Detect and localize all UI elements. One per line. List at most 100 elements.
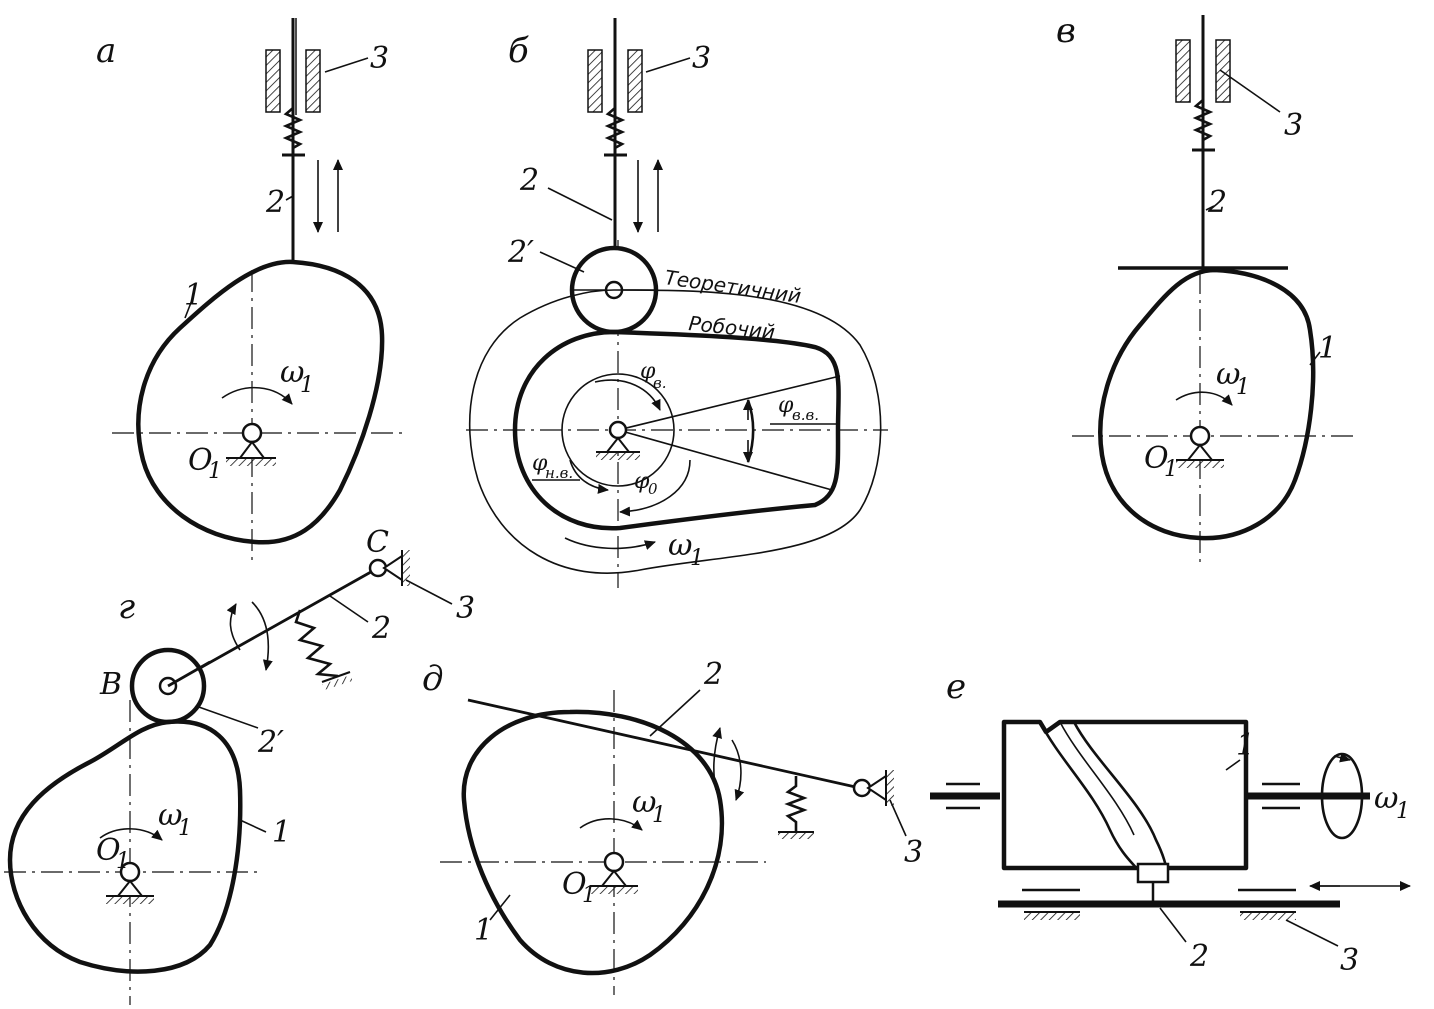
panel-e-groove-right [1072, 721, 1168, 869]
panel-e-label-2: 2 [1189, 939, 1209, 974]
panel-v-cam [1098, 267, 1316, 541]
panel-g-label-roller: 2′ [257, 725, 284, 760]
panel-g-point-b: B [99, 667, 122, 702]
panel-a-cam [136, 259, 385, 545]
panel-d-label-3: 3 [904, 835, 923, 870]
panel-g-label-2: 2 [371, 611, 391, 646]
panel-g-label-3: 3 [456, 591, 475, 626]
panel-v-spring [1192, 99, 1214, 142]
panel-v-rotation-arrow [1175, 391, 1233, 406]
panel-a-omega: ω [280, 355, 304, 390]
panel-b-phi-nv: φ [532, 451, 548, 476]
panel-b-ray-upper [617, 375, 841, 431]
panel-d-center-label: O [562, 867, 587, 902]
panel-g-omega: ω [158, 798, 182, 833]
panel-v-omega: ω [1216, 357, 1240, 392]
panel-g-point-c: C [366, 525, 389, 560]
panel-b-leader-roller [539, 251, 585, 273]
panel-d-omega: ω [632, 785, 656, 820]
panel-v-label-1: 1 [1318, 331, 1337, 366]
panel-b-base-circle [561, 373, 675, 487]
panel-b-phi-v-sub: в. [653, 374, 667, 392]
panel-g-swing-up [226, 603, 241, 651]
panel-a-spring [282, 107, 304, 150]
panel-d-cam [461, 709, 725, 976]
panel-v-letter: в [1056, 11, 1076, 51]
panel-e-omega: ω [1374, 781, 1398, 816]
panel-a-label-3: 3 [370, 41, 389, 76]
panel-b-phi-0-arc [619, 459, 691, 517]
panel-b-phi-0: φ [634, 469, 650, 494]
panel-v-label-2: 2 [1207, 185, 1227, 220]
panel-d-swing-down [731, 739, 745, 801]
panel-v-center-label: O [1144, 441, 1169, 476]
panel-b-phi-nv-arc [569, 459, 609, 494]
panel-b-spring [604, 107, 626, 150]
panel-b-letter: б [508, 31, 529, 71]
panel-a: а 3 2 1 ω 1 O 1 [96, 18, 408, 560]
panel-v-label-3: 3 [1284, 108, 1303, 143]
panel-a-pivot [241, 422, 263, 444]
panel-e-groove-left [1038, 721, 1138, 869]
panel-v-pivot [1189, 425, 1211, 447]
panel-b-working-label: Робочий [687, 311, 776, 344]
panel-b-phi-vv: φ [778, 393, 794, 418]
panel-b-phi-nv-sub: н.в. [545, 464, 573, 482]
panel-b-theoretical-label: Теоретичний [663, 265, 802, 308]
panel-b-phi-v: φ [640, 359, 656, 384]
panel-e-drum [1001, 719, 1249, 871]
panel-d-arm [467, 698, 861, 790]
panel-a-omega-sub: 1 [300, 373, 314, 398]
panel-a-center-label: O [188, 443, 213, 478]
panel-b-guide-right [627, 49, 643, 113]
panel-v-center-sub: 1 [1164, 457, 1178, 482]
panel-a-letter: а [96, 31, 116, 71]
panel-e-label-3: 3 [1340, 943, 1359, 978]
panel-g-center-sub: 1 [116, 849, 130, 874]
panel-e-slider [1136, 862, 1170, 884]
panel-d-pivot [603, 851, 625, 873]
panel-a-rotation-arrow [221, 386, 293, 405]
panel-a-leader-1 [184, 299, 193, 319]
panel-a-guide-left [265, 49, 281, 113]
panel-b-ray-lower [617, 429, 833, 491]
panel-d-center-sub: 1 [582, 883, 596, 908]
panel-a-label-1: 1 [184, 278, 203, 313]
panel-e-label-1: 1 [1236, 728, 1255, 763]
panel-a-leader-2 [285, 195, 294, 201]
panel-b: б 3 2 2′ Теоретичний Робочий φ в [466, 18, 888, 588]
panel-e-omega-sub: 1 [1396, 799, 1410, 824]
panel-b-label-3: 3 [692, 41, 711, 76]
panel-a-center-sub: 1 [208, 459, 222, 484]
panel-d-label-2: 2 [703, 657, 723, 692]
panel-g-spring [294, 609, 339, 678]
panel-b-label-roller: 2′ [507, 235, 534, 270]
panel-b-working-profile [512, 329, 841, 531]
panel-a-guide-right [305, 49, 321, 113]
panel-b-leader-2 [547, 187, 613, 221]
panel-g-omega-sub: 1 [178, 816, 192, 841]
panel-a-leader-3 [324, 57, 369, 73]
panel-a-label-2: 2 [265, 185, 285, 220]
panel-v-guide-right [1215, 39, 1231, 103]
panel-v-guide-left [1175, 39, 1191, 103]
panel-g-rotation-arrow [99, 828, 163, 841]
panel-a-support [238, 440, 266, 459]
panel-g: г C 3 2 B 2′ 1 ω 1 [4, 525, 475, 1005]
panel-b-phi-vv-sub: в.в. [792, 406, 819, 424]
panel-v-leader-3 [1219, 69, 1281, 113]
panel-v-omega-sub: 1 [1236, 375, 1250, 400]
panel-g-swing-down [251, 601, 273, 671]
panel-d: д 3 2 1 ω 1 O 1 [422, 657, 923, 995]
panel-a-ground [226, 458, 276, 466]
panel-b-rotation-arrow [564, 537, 656, 550]
panel-g-letter: г [118, 587, 135, 627]
panel-e-letter: е [946, 667, 966, 707]
panel-d-omega-sub: 1 [652, 803, 666, 828]
panel-v: в 3 2 1 ω 1 O 1 [1056, 11, 1356, 562]
panel-d-rotation-arrow [579, 818, 643, 831]
panel-b-leader-3 [645, 57, 691, 73]
panel-d-letter: д [422, 659, 444, 699]
